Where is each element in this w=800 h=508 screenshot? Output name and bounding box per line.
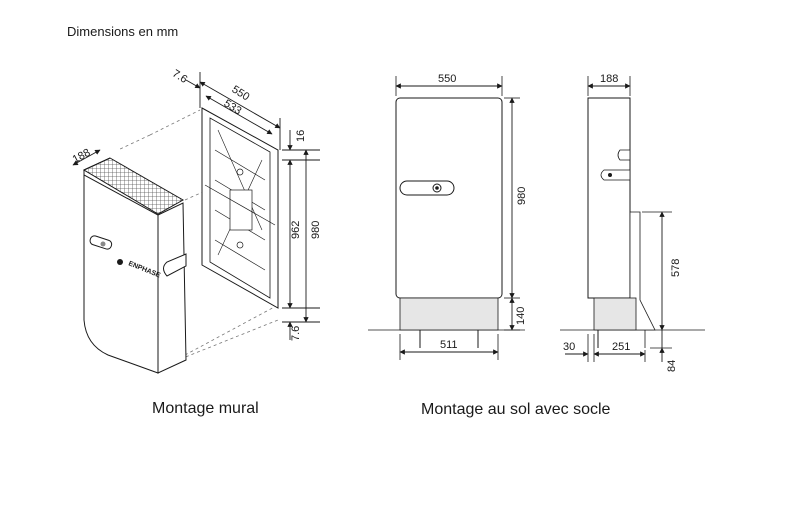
floor-side-labels: 188 578 30 251 84	[563, 73, 682, 372]
wall-dimension-lines	[72, 72, 320, 340]
header-title: Dimensions en mm	[67, 24, 179, 39]
dim-plinth-height: 140	[515, 307, 527, 325]
floor-front-labels: 550 980 140 511	[438, 73, 528, 351]
floor-front-drawing	[368, 76, 525, 360]
mounting-plate	[201, 107, 279, 309]
dim-front-width: 550	[438, 73, 456, 85]
device-isometric	[82, 157, 187, 374]
floor-side-drawing	[560, 76, 705, 362]
dim-offset-top: 7.6	[170, 68, 189, 86]
dim-bracket-height: 578	[670, 259, 682, 277]
dim-plinth-depth: 251	[612, 341, 630, 353]
dim-front-height: 980	[516, 187, 528, 205]
device-front	[395, 97, 503, 299]
dim-width-inner: 533	[222, 98, 244, 118]
dim-foot: 84	[666, 360, 678, 372]
dim-plinth-width: 511	[440, 339, 458, 351]
dim-height-inner: 962	[290, 221, 302, 239]
plinth-front	[399, 297, 499, 331]
wall-mount-drawing: ENPHASE	[72, 72, 320, 374]
caption-floor-mount: Montage au sol avec socle	[421, 401, 611, 418]
plinth-side	[593, 297, 637, 331]
dim-top-gap: 16	[295, 130, 307, 142]
device-side	[587, 97, 631, 299]
dim-height-outer: 980	[310, 221, 322, 239]
caption-wall-mount: Montage mural	[152, 400, 259, 417]
front-handle	[399, 180, 455, 196]
dim-depth-wall: 188	[71, 147, 93, 166]
dim-offset-bottom: 7.6	[290, 326, 302, 341]
side-handle	[600, 169, 631, 181]
dim-wall-gap: 30	[563, 341, 575, 353]
dim-side-depth: 188	[600, 73, 618, 85]
